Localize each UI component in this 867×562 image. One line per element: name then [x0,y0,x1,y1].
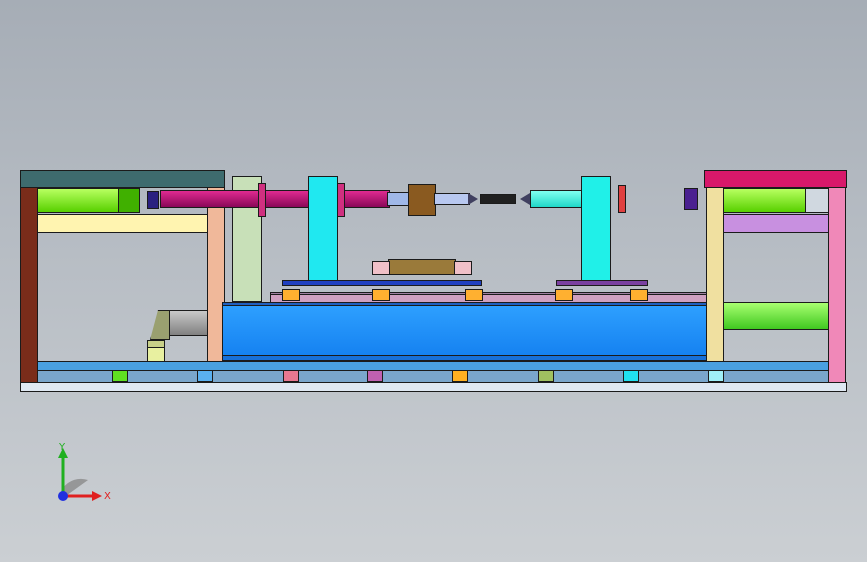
slide-block-5[interactable] [630,289,648,301]
carriage-rail-right[interactable] [556,280,648,286]
z-axis-icon [58,491,68,501]
left-frame-header[interactable] [20,170,225,188]
slide-block-2[interactable] [372,289,390,301]
main-table[interactable] [222,304,708,359]
right-post-yellow[interactable] [706,187,724,362]
coordinate-triad[interactable]: Y X [48,440,118,510]
right-crossbar-lavender[interactable] [723,214,829,233]
right-cylinder[interactable] [723,188,811,213]
probe-rod[interactable] [434,193,470,205]
right-nut[interactable] [684,188,698,210]
shaft-flange-right[interactable] [337,183,345,217]
carriage-block[interactable] [388,259,456,275]
y-axis-label: Y [58,442,66,453]
carriage-rail[interactable] [282,280,482,286]
probe-tip-right[interactable] [520,193,530,205]
lower-left-base[interactable] [147,347,165,362]
left-post-peach[interactable] [207,187,225,362]
right-frame-header[interactable] [704,170,847,188]
right-cylinder-end[interactable] [805,188,829,213]
slide-block-4[interactable] [555,289,573,301]
slide-block-1[interactable] [282,289,300,301]
column-left[interactable] [308,176,338,282]
right-post-pink[interactable] [828,187,846,383]
shaft-right-flange[interactable] [618,185,626,213]
base-block-lightcyan[interactable] [708,370,724,382]
base-block-cyan[interactable] [623,370,639,382]
x-axis-label: X [104,491,111,502]
column-right[interactable] [581,176,611,282]
lower-left-bracket[interactable] [150,310,170,340]
base-block-violet[interactable] [367,370,383,382]
base-block-blue[interactable] [197,370,213,382]
lower-left-cylinder[interactable] [168,310,208,336]
main-table-bottom-edge[interactable] [222,355,708,361]
left-crossbar-yellow[interactable] [37,214,208,233]
right-lower-cylinder[interactable] [723,302,829,330]
slide-block-3[interactable] [465,289,483,301]
carriage-pad-right[interactable] [454,261,472,275]
base-block-pink[interactable] [283,370,299,382]
x-arrow-icon [92,491,102,501]
left-cylinder-cap[interactable] [118,188,140,213]
probe-tip[interactable] [468,193,478,205]
base-plate[interactable] [20,382,847,392]
y-arrow-icon [58,448,68,458]
base-block-olive[interactable] [538,370,554,382]
triad-plane-icon [63,478,88,498]
base-block-green[interactable] [112,370,128,382]
left-post-maroon[interactable] [20,187,38,383]
carriage-pad-left[interactable] [372,261,390,275]
left-nut[interactable] [147,191,159,209]
clamp-block[interactable] [408,184,436,216]
base-block-orange[interactable] [452,370,468,382]
shaft-right[interactable] [530,190,585,208]
shaft-flange-left[interactable] [258,183,266,217]
shaft-left[interactable] [160,190,390,208]
coupler[interactable] [480,194,516,204]
